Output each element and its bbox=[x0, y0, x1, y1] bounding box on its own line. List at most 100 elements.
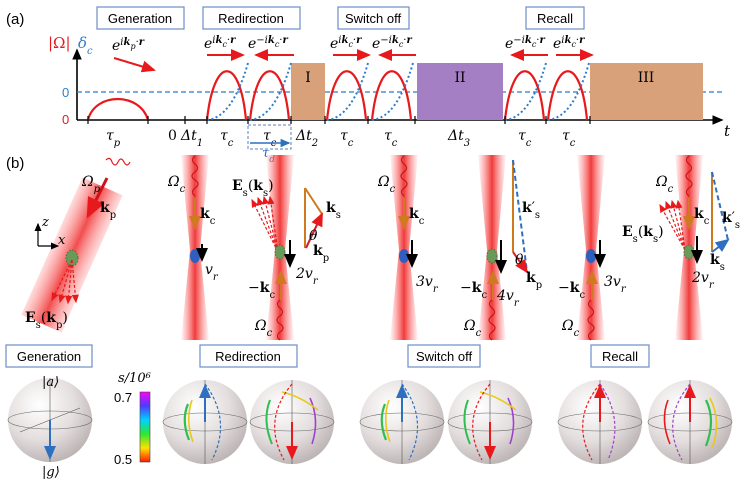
atomic-cloud bbox=[586, 249, 596, 263]
stage-label-generation: Generation bbox=[17, 349, 81, 364]
phase-label-minus: e−ikc·r bbox=[248, 35, 288, 53]
recall-beam-2: Ωc kc Es(ks) 2vr k′s ks bbox=[622, 155, 740, 340]
phase-label-plus: eikc·r bbox=[553, 35, 585, 53]
label-vr3: 3vr bbox=[416, 274, 439, 295]
block-ii-label: II bbox=[454, 70, 465, 86]
label-ks: ks bbox=[710, 252, 725, 273]
phase-label-plus: eikc·r bbox=[330, 35, 362, 53]
detuning-ramp bbox=[326, 62, 369, 121]
panel-a-label: (a) bbox=[6, 11, 24, 28]
generation-pulse bbox=[86, 98, 150, 121]
stage-label-switch-off: Switch off bbox=[416, 349, 473, 364]
label-ksp: k′s bbox=[522, 200, 540, 221]
stage-box-recall: Recall bbox=[525, 6, 585, 30]
y-label-delta: δc bbox=[78, 34, 93, 57]
stage-box-switch-off: Switch off bbox=[337, 6, 410, 30]
label-mkc: −kc bbox=[460, 280, 487, 301]
interval-label-dt1: Δt1 bbox=[180, 128, 203, 149]
label-mkc: −kc bbox=[248, 280, 275, 301]
stage-label-recall: Recall bbox=[602, 349, 638, 364]
x-axis-label: t bbox=[724, 122, 731, 140]
label-theta: θ bbox=[309, 228, 318, 244]
control-pulse bbox=[325, 70, 368, 121]
label-kp: kp bbox=[526, 270, 542, 291]
interval-label-tau-c: τc bbox=[562, 128, 576, 149]
control-wavepacket bbox=[276, 299, 284, 341]
control-beam bbox=[577, 155, 605, 340]
interval-label-tau-c: τc bbox=[384, 128, 398, 149]
control-beam bbox=[181, 155, 209, 340]
detuning-ramp bbox=[371, 62, 414, 121]
label-kc: kc bbox=[200, 206, 216, 227]
y-tick-red-zero: 0 bbox=[62, 112, 69, 127]
atomic-cloud bbox=[683, 244, 695, 260]
control-pulse bbox=[205, 70, 248, 121]
wavevector-triangle: k′s θ kp bbox=[512, 159, 542, 291]
label-es-ks: Es(ks) bbox=[622, 224, 664, 245]
label-vr: vr bbox=[205, 262, 219, 283]
panel-b-label: (b) bbox=[6, 155, 24, 172]
detuning-ramp bbox=[206, 62, 249, 121]
control-beam bbox=[478, 155, 506, 340]
stage-label-redirection: Redirection bbox=[215, 349, 281, 364]
colorbar-max: 0.7 bbox=[114, 390, 132, 405]
bloch-sphere-generation: |a⟩ |g⟩ bbox=[7, 375, 93, 480]
interval-ticks bbox=[87, 116, 591, 124]
stage-box-redirection: Redirection bbox=[202, 6, 301, 30]
block-i-label: I bbox=[305, 70, 311, 86]
control-pulse bbox=[370, 70, 413, 121]
stage-box-redirection: Redirection bbox=[199, 344, 298, 368]
atomic-cloud bbox=[190, 249, 200, 263]
redirection-beam-1: Ωc kc vr bbox=[167, 155, 219, 340]
control-pulses bbox=[205, 70, 589, 121]
control-wavepacket bbox=[400, 155, 408, 197]
control-pulse bbox=[248, 70, 291, 121]
wavevector-triangle: ks θ kp bbox=[304, 187, 341, 264]
interval-label-tau-p: τp bbox=[106, 128, 121, 149]
atomic-cloud bbox=[399, 249, 409, 263]
label-es-kp: Es(kp) bbox=[25, 310, 68, 331]
interval-label-tau-c: τc bbox=[220, 128, 234, 149]
stage-box-switch-off: Switch off bbox=[407, 344, 481, 368]
control-wavepacket bbox=[685, 155, 693, 197]
colorbar-gradient bbox=[139, 391, 151, 463]
detuning-ramps bbox=[206, 62, 590, 121]
phase-label-kp: eikp·r bbox=[112, 37, 145, 55]
detuning-ramp bbox=[249, 62, 292, 121]
interval-label-tau-c: τc bbox=[518, 128, 532, 149]
colorbar: s/10⁶ 0.7 0.5 bbox=[114, 371, 151, 467]
scatter-arrows bbox=[51, 259, 79, 305]
detuning-ramp bbox=[547, 62, 590, 121]
colorbar-min: 0.5 bbox=[114, 452, 132, 467]
block-ii bbox=[417, 63, 503, 120]
bloch-sphere-redirection-2 bbox=[249, 380, 335, 464]
redirection-beam-2: Es(ks) −kc 2vr Ωc ks θ kp bbox=[232, 155, 341, 341]
label-kc: kc bbox=[409, 206, 425, 227]
y-label-omega: |Ω| bbox=[48, 34, 71, 52]
switch-off-beam-2: −kc 4vr Ωc k′s θ kp bbox=[460, 155, 542, 341]
interval-label-dt3: Δt3 bbox=[447, 128, 470, 149]
interval-label-dt2: Δt2 bbox=[295, 128, 318, 149]
kp-arrow bbox=[86, 177, 109, 219]
label-es-ks: Es(ks) bbox=[232, 178, 274, 199]
block-iii bbox=[590, 63, 703, 120]
label-omega-c: Ωc bbox=[655, 174, 674, 195]
control-wavepacket bbox=[191, 155, 199, 197]
label-omega-c: Ωc bbox=[561, 318, 580, 339]
phase-arrow-kp bbox=[113, 57, 156, 73]
stage-box-recall: Recall bbox=[590, 344, 650, 368]
ket-g-label: |g⟩ bbox=[42, 465, 60, 480]
stage-box-generation: Generation bbox=[96, 6, 185, 30]
label-kp: kp bbox=[100, 200, 116, 221]
control-wavepacket bbox=[587, 299, 595, 341]
label-omega-c: Ωc bbox=[463, 318, 482, 339]
label-vr2: 2vr bbox=[295, 266, 319, 287]
ket-a-label: |a⟩ bbox=[42, 375, 59, 390]
y-tick-blue-zero: 0 bbox=[62, 85, 69, 100]
interval-label-tau-c: τc bbox=[340, 128, 354, 149]
panel-a: (a) Generation Redirection Switch off Re… bbox=[6, 6, 731, 165]
phase-label-minus: e−ikc·r bbox=[505, 35, 545, 53]
label-kp: kp bbox=[313, 243, 329, 264]
colorbar-title: s/10⁶ bbox=[118, 371, 151, 386]
